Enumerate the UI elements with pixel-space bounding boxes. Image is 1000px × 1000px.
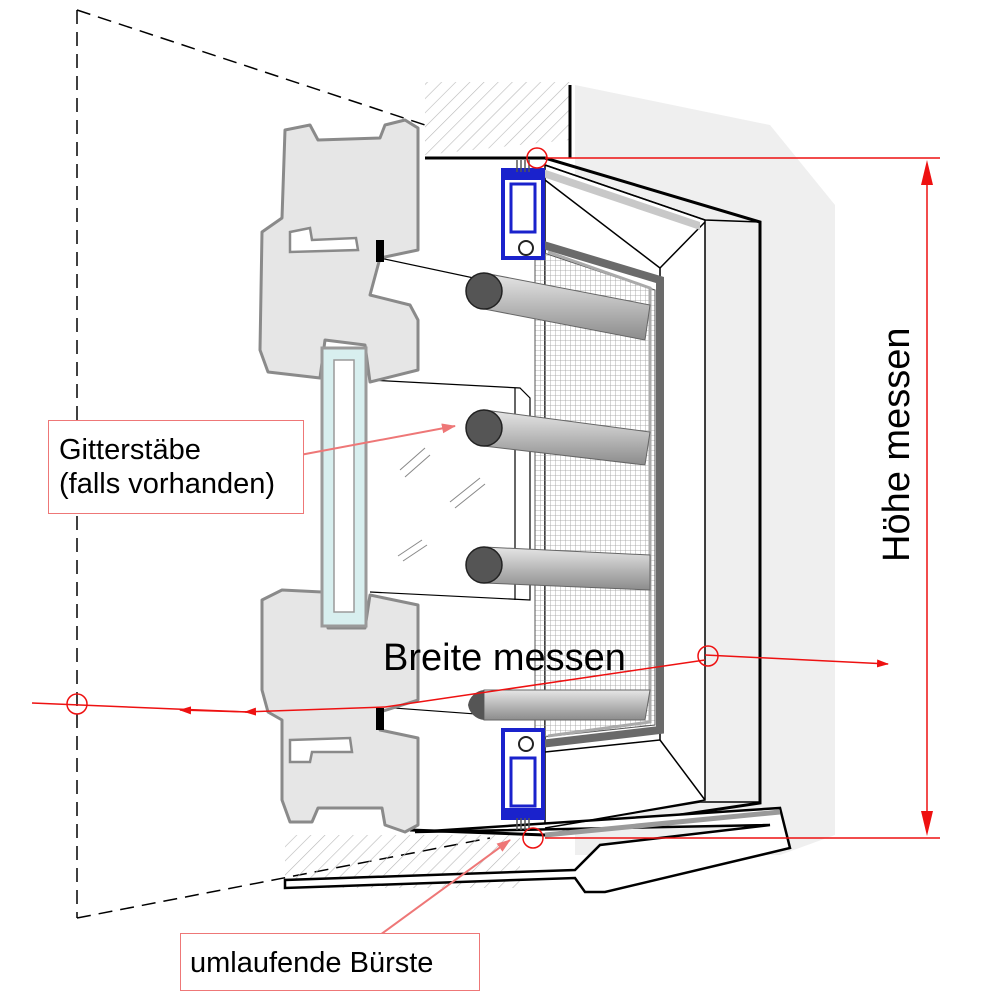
dashed-wall-outline — [76, 9, 491, 919]
grille-bar — [465, 546, 651, 591]
frame-profile-top — [501, 160, 545, 260]
bars-callout-arrow — [299, 423, 456, 456]
brush-callout-arrow — [379, 839, 511, 936]
grille-bar — [468, 689, 651, 721]
bars-callout-line2: (falls vorhanden) — [59, 468, 275, 500]
brush-callout-label: umlaufende Bürste — [180, 933, 480, 991]
bars-callout-line1: Gitterstäbe — [59, 434, 201, 466]
grille-bar — [465, 409, 651, 466]
width-dimension-line — [31, 654, 889, 716]
width-measure-label: Breite messen — [383, 637, 626, 679]
height-dimension-line — [545, 157, 940, 839]
measure-point-marker — [66, 147, 719, 849]
masonry-top — [425, 82, 570, 155]
height-measure-label: Höhe messen — [876, 327, 918, 562]
bars-callout-label: Gitterstäbe (falls vorhanden) — [48, 420, 304, 514]
mesh-frame — [538, 240, 664, 748]
grille-bars — [465, 272, 651, 721]
frame-profile-bottom — [501, 728, 545, 830]
grille-bar — [465, 272, 651, 341]
window-sill — [283, 806, 792, 894]
